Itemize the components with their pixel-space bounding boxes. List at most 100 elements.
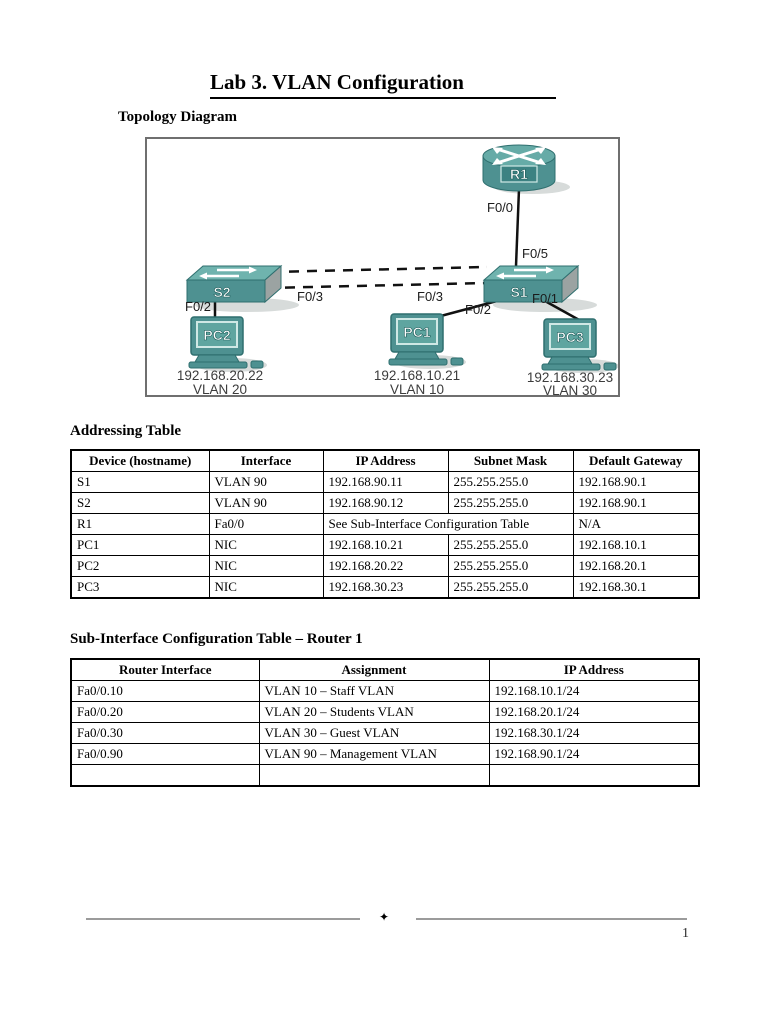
cell-gateway: 192.168.90.1 <box>572 471 700 493</box>
col-device: Device (hostname) <box>70 449 210 472</box>
router-r1: R1 <box>482 144 556 192</box>
subinterface-table: Router Interface Assignment IP Address F… <box>70 658 700 787</box>
trunk-link-upper <box>270 265 488 274</box>
cell-router-interface: Fa0/0.90 <box>70 743 260 765</box>
cell-interface: NIC <box>208 534 324 556</box>
table-row: Fa0/0.30 VLAN 30 – Guest VLAN 192.168.30… <box>70 722 700 744</box>
cell-ip: 192.168.10.21 <box>322 534 449 556</box>
cell-gateway: 192.168.30.1 <box>572 576 700 599</box>
cell-router-interface <box>70 764 260 786</box>
col-gateway: Default Gateway <box>572 449 700 472</box>
topology-heading: Topology Diagram <box>118 109 238 125</box>
cell-ip-address: 192.168.20.1/24 <box>488 701 700 723</box>
col-mask: Subnet Mask <box>447 449 574 472</box>
pc3-vlan: VLAN 30 <box>543 383 597 395</box>
cell-device: PC2 <box>70 555 210 577</box>
cell-ip-address: 192.168.90.1/24 <box>488 743 700 765</box>
cell-mask: 255.255.255.0 <box>447 576 574 599</box>
pc1-ip: 192.168.10.21 <box>374 368 460 383</box>
port-label-s2-f0-2: F0/2 <box>185 299 211 314</box>
link-s1-pc1 <box>436 299 498 319</box>
port-label-s1-f0-3: F0/3 <box>417 289 443 304</box>
cell-assignment: VLAN 30 – Guest VLAN <box>258 722 490 744</box>
page-title: Lab 3. VLAN Configuration <box>210 70 556 99</box>
cell-mask: 255.255.255.0 <box>447 492 574 514</box>
pc1-label: PC1 <box>403 324 430 340</box>
router-r1-label: R1 <box>510 166 528 182</box>
switch-s2-label: S2 <box>213 284 230 300</box>
cell-device: PC3 <box>70 576 210 599</box>
switch-s2: S2 <box>185 264 283 304</box>
cell-gateway: 192.168.10.1 <box>572 534 700 556</box>
addressing-heading: Addressing Table <box>70 423 182 439</box>
port-label-s1-f0-1: F0/1 <box>532 291 558 306</box>
topology-svg: R1 S1 S2 <box>177 144 618 395</box>
cell-see-subinterface: See Sub-Interface Configuration Table <box>322 513 574 535</box>
pc2-ip: 192.168.20.22 <box>177 368 263 383</box>
port-label-f0-0: F0/0 <box>487 200 513 215</box>
cell-interface: NIC <box>208 555 324 577</box>
cell-assignment: VLAN 10 – Staff VLAN <box>258 680 490 702</box>
table-row-empty <box>70 764 700 786</box>
subinterface-header-row: Router Interface Assignment IP Address <box>70 658 700 681</box>
cell-assignment <box>258 764 490 786</box>
cell-mask: 255.255.255.0 <box>447 534 574 556</box>
cell-router-interface: Fa0/0.30 <box>70 722 260 744</box>
port-label-s1-f0-2: F0/2 <box>465 302 491 317</box>
table-row: PC3 NIC 192.168.30.23 255.255.255.0 192.… <box>70 576 700 599</box>
cell-interface: VLAN 90 <box>208 492 324 514</box>
page-number: 1 <box>682 926 689 941</box>
col-router-interface: Router Interface <box>70 658 260 681</box>
table-row: Fa0/0.10 VLAN 10 – Staff VLAN 192.168.10… <box>70 680 700 702</box>
cell-assignment: VLAN 90 – Management VLAN <box>258 743 490 765</box>
cell-mask: 255.255.255.0 <box>447 471 574 493</box>
footer-divider-right <box>416 918 687 920</box>
port-label-s2-f0-3: F0/3 <box>297 289 323 304</box>
table-row: S1 VLAN 90 192.168.90.11 255.255.255.0 1… <box>70 471 700 493</box>
col-ip: IP Address <box>322 449 449 472</box>
col-ip-address: IP Address <box>488 658 700 681</box>
table-row: Fa0/0.20 VLAN 20 – Students VLAN 192.168… <box>70 701 700 723</box>
cell-ip: 192.168.30.23 <box>322 576 449 599</box>
cell-interface: Fa0/0 <box>208 513 324 535</box>
addressing-table: Device (hostname) Interface IP Address S… <box>70 449 700 599</box>
cell-router-interface: Fa0/0.20 <box>70 701 260 723</box>
cell-gateway: 192.168.20.1 <box>572 555 700 577</box>
cell-gateway: N/A <box>572 513 700 535</box>
subinterface-heading: Sub-Interface Configuration Table – Rout… <box>70 631 363 647</box>
table-row: S2 VLAN 90 192.168.90.12 255.255.255.0 1… <box>70 492 700 514</box>
table-row: R1 Fa0/0 See Sub-Interface Configuration… <box>70 513 700 535</box>
table-row: PC1 NIC 192.168.10.21 255.255.255.0 192.… <box>70 534 700 556</box>
cell-interface: VLAN 90 <box>208 471 324 493</box>
cell-device: S1 <box>70 471 210 493</box>
cell-ip: 192.168.90.12 <box>322 492 449 514</box>
cell-ip: 192.168.90.11 <box>322 471 449 493</box>
footer-divider-left <box>86 918 360 920</box>
topology-diagram: R1 S1 S2 <box>145 137 620 397</box>
pc3-label: PC3 <box>556 329 583 345</box>
trunk-link-lower <box>266 281 488 290</box>
col-interface: Interface <box>208 449 324 472</box>
cell-interface: NIC <box>208 576 324 599</box>
footer-diamond-icon: ✦ <box>379 910 390 924</box>
table-row: PC2 NIC 192.168.20.22 255.255.255.0 192.… <box>70 555 700 577</box>
addressing-header-row: Device (hostname) Interface IP Address S… <box>70 449 700 472</box>
cell-device: R1 <box>70 513 210 535</box>
pc2: PC2 192.168.20.22 VLAN 20 <box>177 316 264 395</box>
cell-device: PC1 <box>70 534 210 556</box>
link-s1-pc3 <box>544 299 582 323</box>
switch-s1-label: S1 <box>510 284 527 300</box>
pc1-vlan: VLAN 10 <box>390 382 444 395</box>
cell-mask: 255.255.255.0 <box>447 555 574 577</box>
cell-ip-address: 192.168.10.1/24 <box>488 680 700 702</box>
cell-router-interface: Fa0/0.10 <box>70 680 260 702</box>
link-r1-s1 <box>514 188 521 267</box>
port-label-f0-5: F0/5 <box>522 246 548 261</box>
pc2-label: PC2 <box>203 327 230 343</box>
pc3: PC3 192.168.30.23 VLAN 30 <box>527 318 617 395</box>
cell-ip-address: 192.168.30.1/24 <box>488 722 700 744</box>
pc3-ip: 192.168.30.23 <box>527 370 613 385</box>
cell-ip-address <box>488 764 700 786</box>
switch-s1: S1 <box>482 264 580 304</box>
